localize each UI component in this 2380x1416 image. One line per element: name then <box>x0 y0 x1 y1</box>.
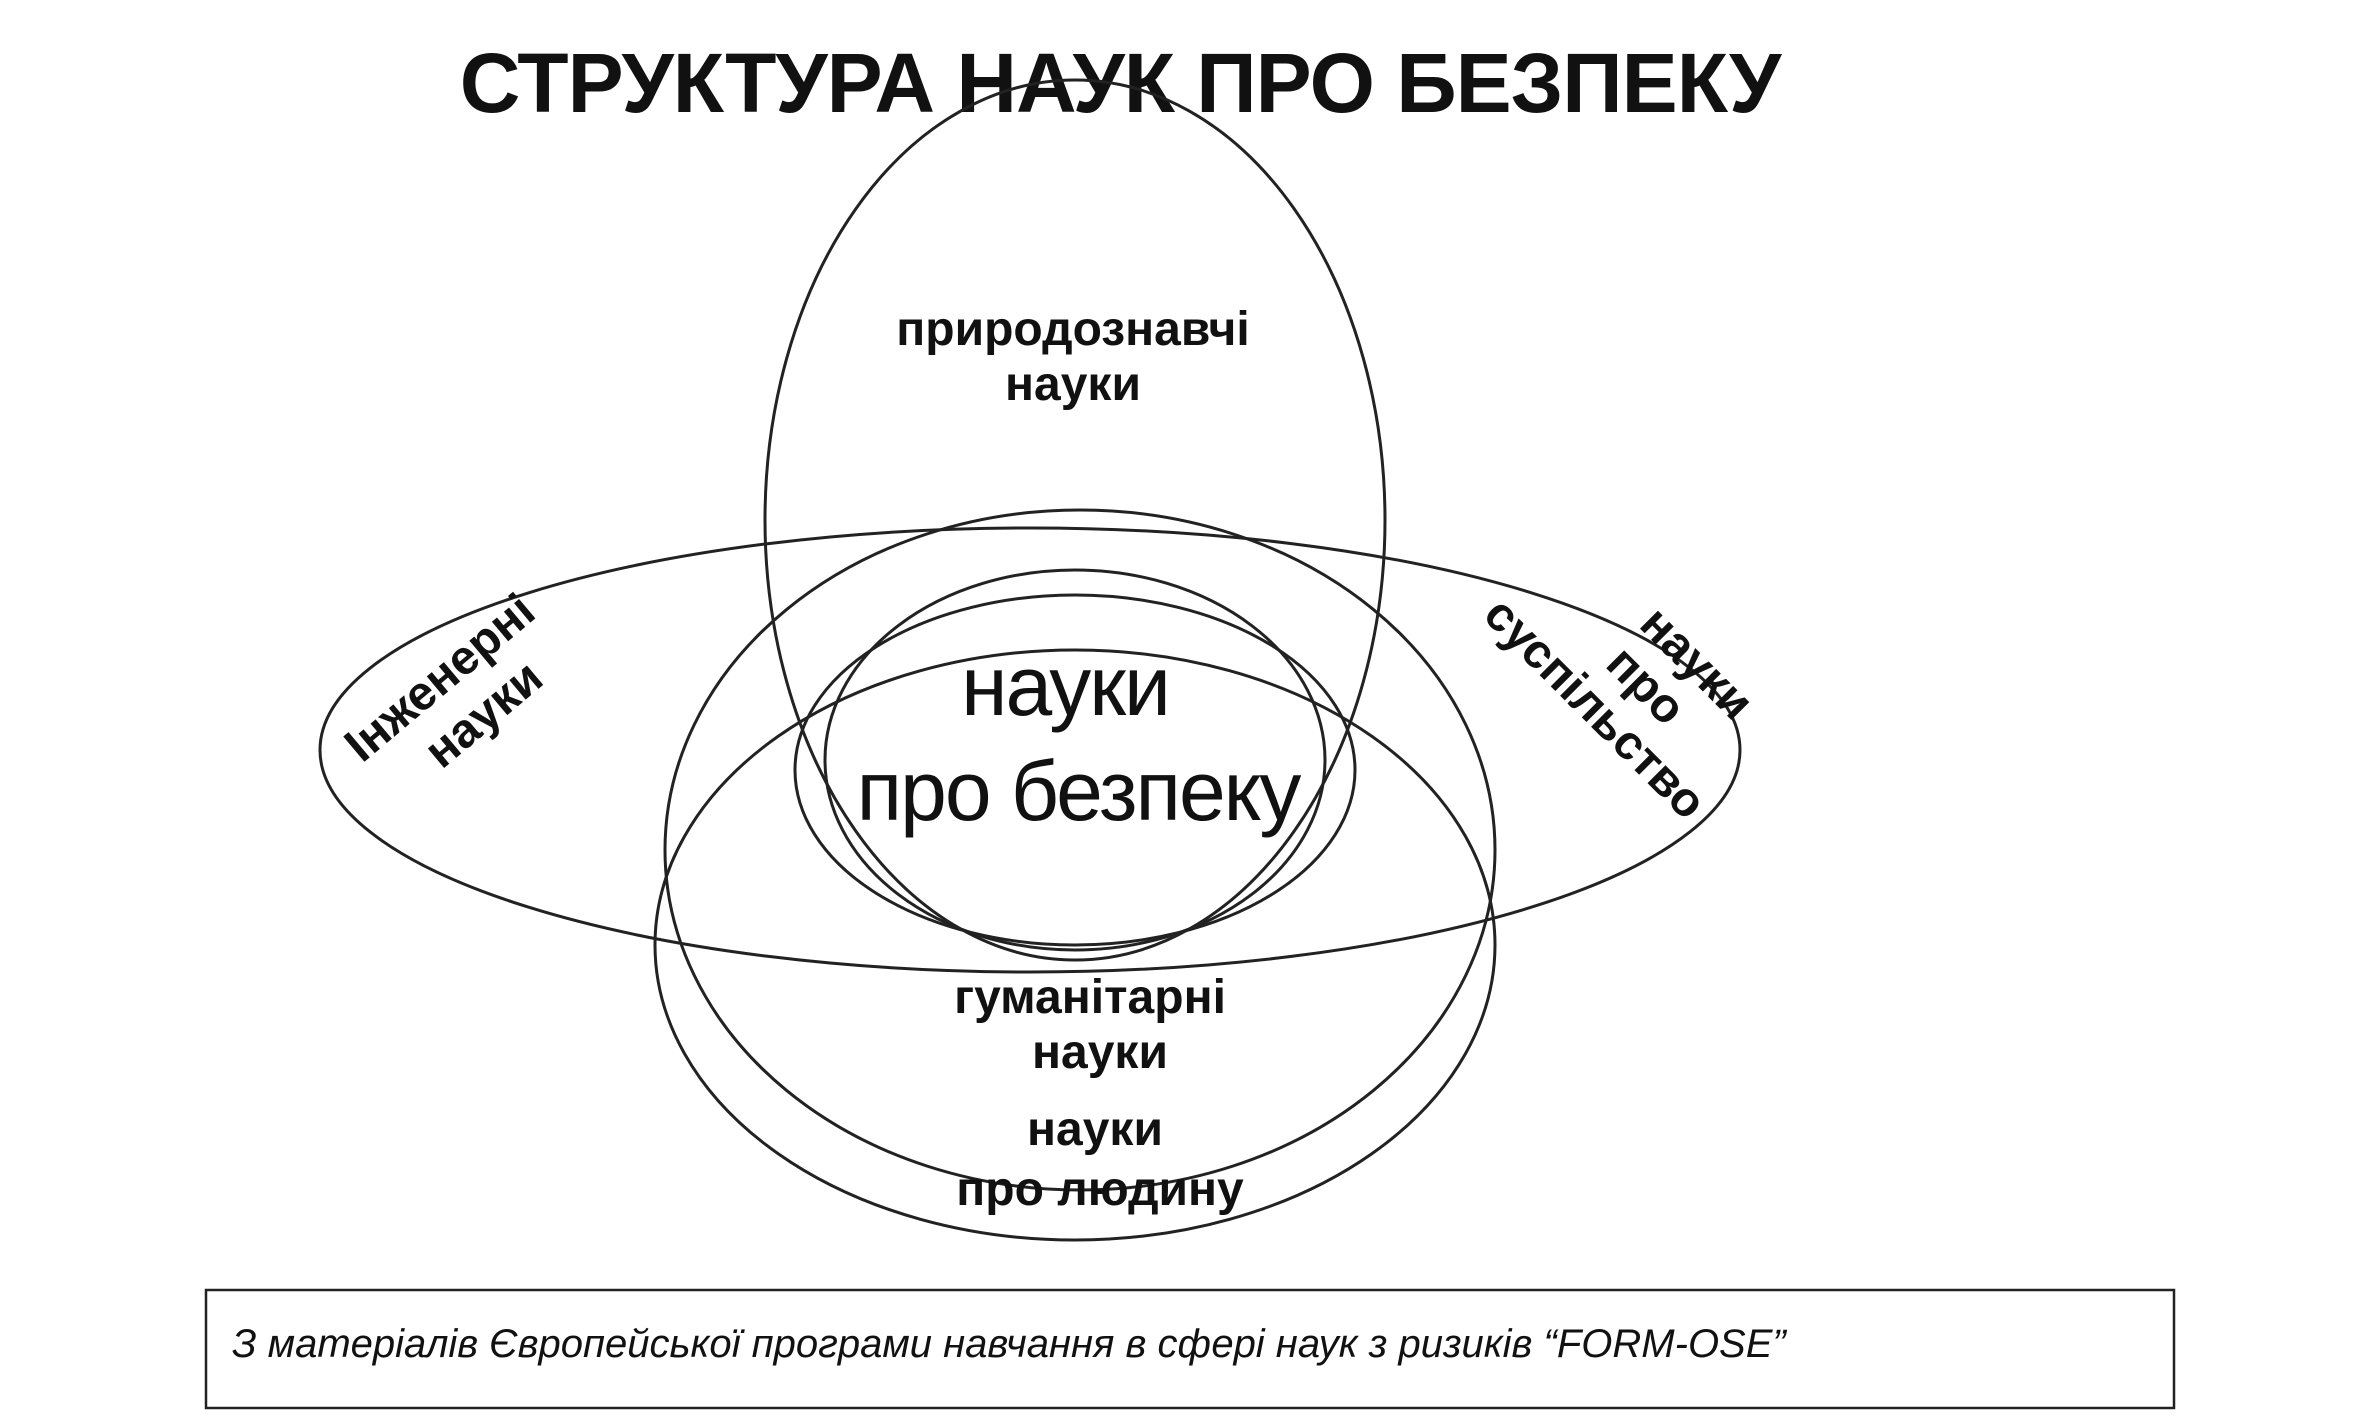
safety-sciences-label: науки <box>961 639 1169 733</box>
humanities-ellipse <box>663 508 1497 1192</box>
natural-sciences-label: природознавчі <box>896 303 1249 356</box>
engineering-society-ellipse <box>318 526 1742 974</box>
source-note-box <box>204 1288 2176 1410</box>
page-title: СТРУКТУРА НАУК ПРО БЕЗПЕКУ <box>460 36 1783 130</box>
humanities-label: гуманітарні <box>954 971 1226 1024</box>
human-sciences-label-2: про людину <box>956 1163 1244 1216</box>
natural-sciences-ellipse <box>763 78 1387 962</box>
safety-inner-ring <box>793 593 1357 947</box>
society-label-group: науки про суспільство <box>1474 587 1764 829</box>
source-note-text: З матеріалів Європейської програми навча… <box>232 1322 1787 1366</box>
safety-sciences-ellipse <box>823 568 1327 952</box>
humanities-label-2: науки <box>1032 1026 1168 1079</box>
human-sciences-label: науки <box>1027 1103 1163 1156</box>
natural-sciences-label-2: науки <box>1005 358 1141 411</box>
human-sciences-ellipse <box>653 648 1497 1242</box>
safety-sciences-label-2: про безпеку <box>857 744 1302 838</box>
